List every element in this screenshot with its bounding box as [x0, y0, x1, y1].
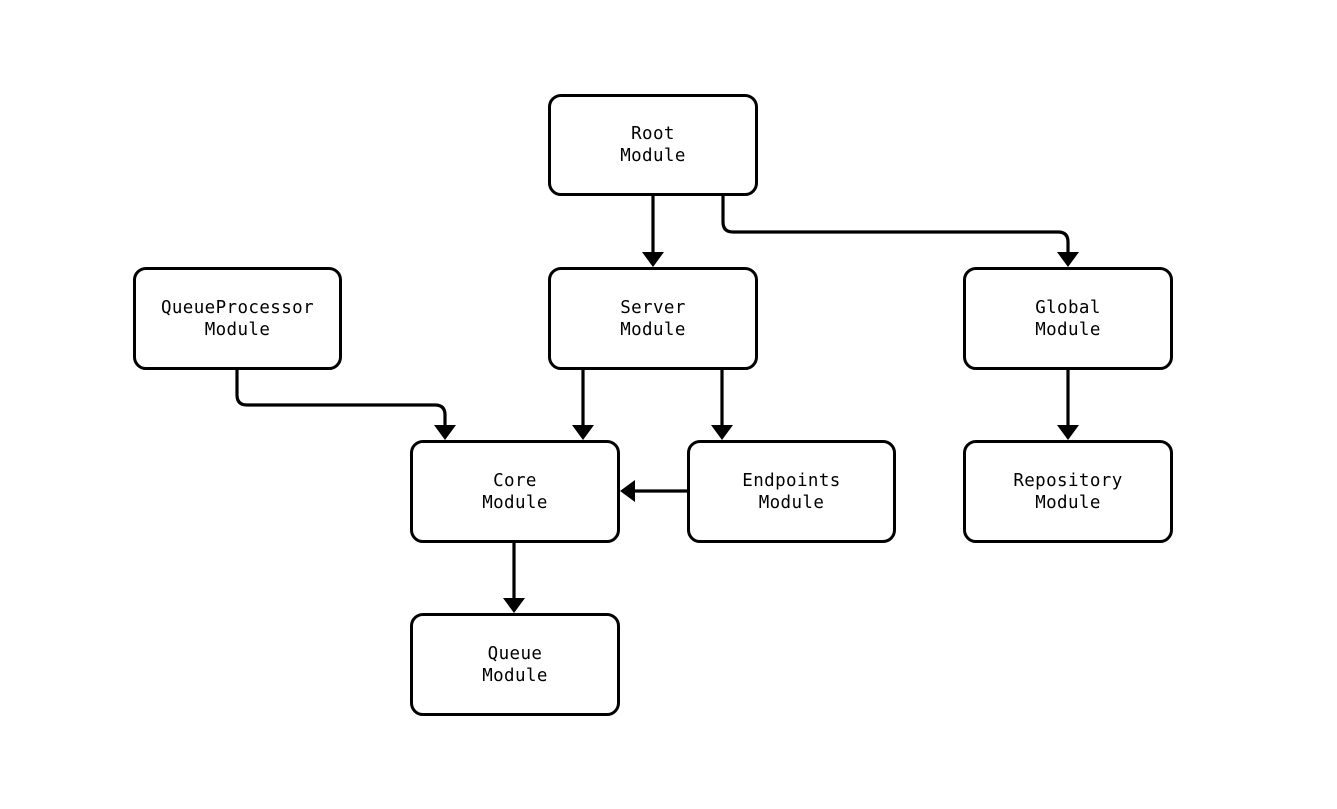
edge-arrowhead	[434, 425, 456, 440]
node-label-secondary: Module	[758, 492, 825, 513]
edge-arrowhead	[572, 425, 594, 440]
node-label-primary: Server	[620, 297, 686, 318]
edge-arrowhead	[1057, 252, 1079, 267]
node-label-primary: Queue	[487, 643, 543, 664]
node-label-primary: QueueProcessor	[160, 297, 315, 318]
edge-queueprocessor-to-core	[235, 370, 456, 440]
node-label-secondary: Module	[204, 319, 271, 340]
edge-arrowhead	[620, 480, 635, 502]
node-label-secondary: Module	[620, 319, 686, 340]
node-label-primary: Repository	[1013, 470, 1123, 491]
edge-arrowhead	[503, 598, 525, 613]
edge-root-to-server	[642, 196, 664, 267]
node-label-primary: Endpoints	[742, 470, 841, 491]
edge-path	[721, 196, 1070, 257]
node-label-secondary: Module	[1035, 319, 1101, 340]
node-label-primary: Root	[631, 124, 675, 144]
edge-arrowhead	[642, 252, 664, 267]
node-label-primary: Global	[1035, 297, 1101, 318]
edge-server-to-endpoints	[711, 370, 733, 440]
edge-path	[235, 370, 447, 430]
edge-server-to-core	[572, 370, 594, 440]
edge-core-to-queue	[503, 543, 525, 613]
node-label-secondary: Module	[482, 665, 548, 686]
edge-global-to-repository	[1057, 370, 1079, 440]
node-label-secondary: Module	[1035, 492, 1101, 513]
edge-endpoints-to-core	[620, 480, 687, 502]
node-label-secondary: Module	[620, 146, 686, 166]
edge-root-to-global	[721, 196, 1079, 267]
edge-arrowhead	[711, 425, 733, 440]
node-label-secondary: Module	[482, 492, 548, 513]
node-label-primary: Core	[493, 470, 537, 491]
edge-arrowhead	[1057, 425, 1079, 440]
